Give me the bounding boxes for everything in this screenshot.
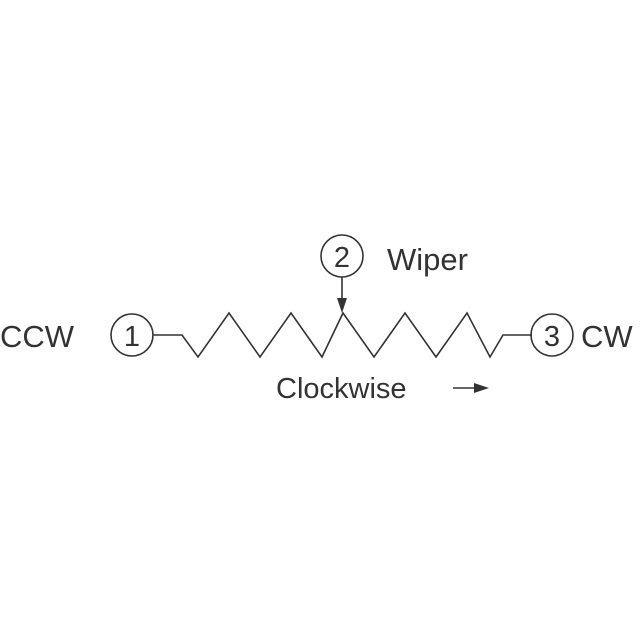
- terminal-3-circle: [530, 313, 574, 357]
- wiper-label: Wiper: [387, 242, 468, 277]
- resistor-zigzag-icon: [153, 311, 532, 359]
- clockwise-label: Clockwise: [276, 373, 407, 405]
- wiper-arrow-icon: [337, 277, 347, 313]
- terminal-3-number: 3: [544, 321, 560, 353]
- terminal-2-number: 2: [334, 242, 350, 274]
- cw-label: CW: [581, 319, 633, 354]
- direction-arrow-icon: [453, 383, 489, 393]
- terminal-1-number: 1: [124, 321, 140, 353]
- ccw-label: CCW: [0, 319, 75, 354]
